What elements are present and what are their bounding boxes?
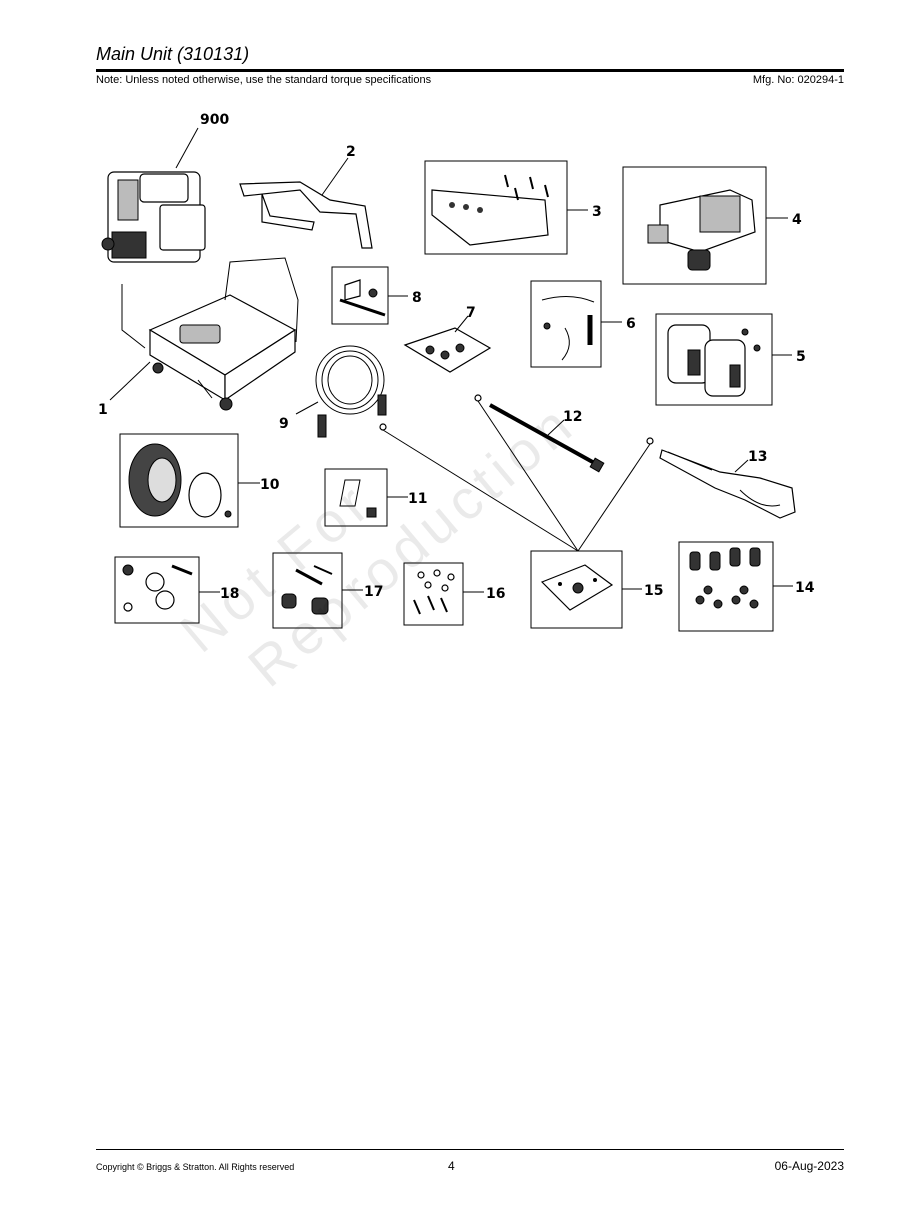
callout-1: 1 [98,402,108,418]
isolators-nuts-part [689,547,761,609]
leader-13 [734,459,749,473]
callout-12: 12 [563,409,582,425]
callout-18: 18 [220,586,239,602]
leader-9-to-15 [382,429,579,552]
box-3 [424,160,568,255]
callout-7: 7 [466,305,476,321]
leader-2 [321,157,349,196]
callout-14: 14 [795,580,815,596]
leader-12-to-15 [477,400,579,552]
box-4 [622,166,767,285]
callout-8: 8 [412,290,422,306]
callout-2: 2 [346,144,356,160]
mounting-plate-part [540,564,614,611]
box-6 [530,280,602,368]
leader-9 [295,401,319,415]
page-title: Main Unit (310131) [96,44,250,64]
hose-tube-part [541,296,595,361]
box-10 [119,433,239,528]
page-number: 4 [448,1159,455,1173]
box-5 [655,313,773,406]
mfg-number: Mfg. No: 020294-1 [752,74,844,86]
callout-13: 13 [748,449,767,465]
callout-5: 5 [796,349,806,365]
shroud-part [667,324,761,397]
leader-900 [175,127,199,169]
callout-10: 10 [260,477,280,493]
frame-part [121,257,299,411]
lance-part [474,394,605,473]
knob-bolt-part [281,565,333,615]
footer-date: 06-Aug-2023 [774,1159,844,1173]
box-16 [403,562,464,626]
leader-13-to-15 [577,443,651,552]
callout-16: 16 [486,586,505,602]
torque-note: Note: Unless noted otherwise, use the st… [96,74,432,86]
hardware-bag-part [403,327,492,373]
leader-12 [547,419,565,436]
bolt-clip-part [339,279,386,317]
engine-part [101,171,206,263]
callout-3: 3 [592,204,602,220]
wheel-part [128,443,232,518]
callout-4: 4 [792,212,802,228]
leader-7 [454,315,469,333]
footer-rule [96,1149,844,1150]
panel-part [431,174,549,246]
callout-17: 17 [364,584,383,600]
screws-part [413,569,455,615]
callout-11: 11 [408,491,427,507]
leader-1 [109,361,151,401]
callout-15: 15 [644,583,663,599]
callout-900: 900 [200,112,229,128]
box-18 [114,556,200,624]
spray-gun-part [646,437,796,519]
callout-9: 9 [279,416,289,432]
bearing-part [122,564,193,612]
coiled-hose-part [315,345,387,438]
callout-6: 6 [626,316,636,332]
pump-part [647,189,756,271]
handle-part [239,181,373,249]
bracket-part [339,479,377,518]
copyright-text: Copyright © Briggs & Stratton. All Right… [96,1162,295,1172]
header-rule [96,69,844,72]
